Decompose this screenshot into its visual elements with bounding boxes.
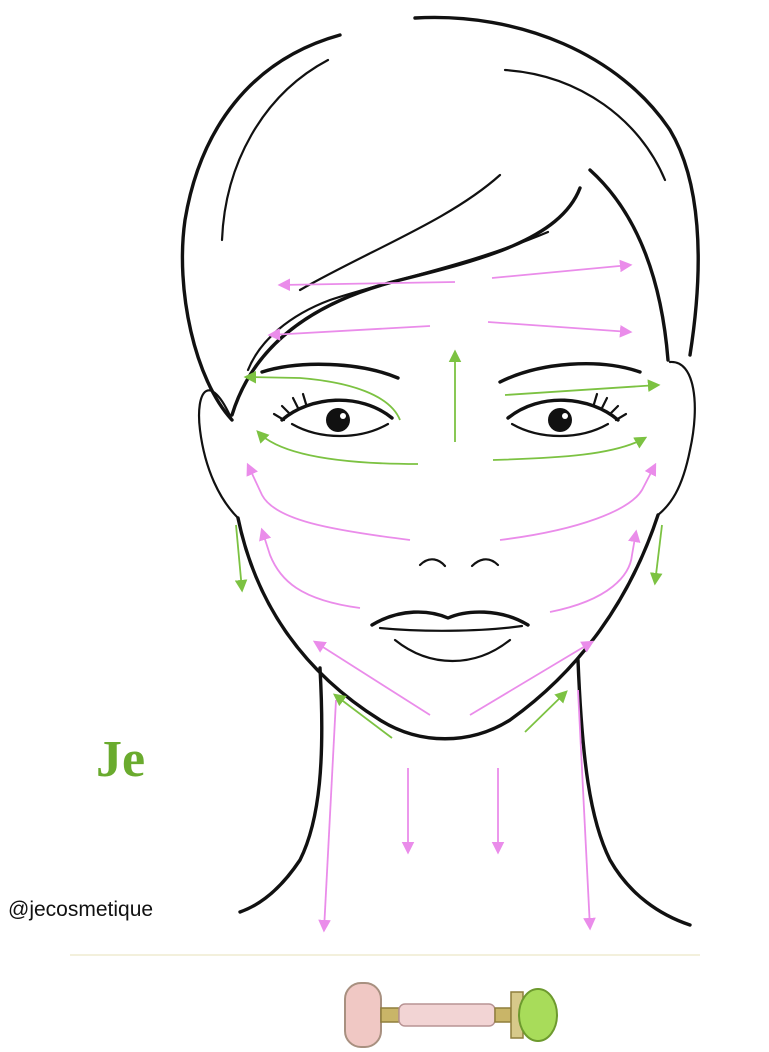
- right-ear: [658, 362, 695, 515]
- brow-arrow-right: [505, 385, 658, 395]
- cheek-arrow-upper-left: [248, 465, 410, 540]
- jaw-arrow-left: [315, 642, 430, 715]
- cheek-arrow-lower-left: [262, 530, 360, 608]
- neck-arrow-3: [324, 700, 336, 930]
- ear-arrow-right: [655, 525, 662, 583]
- forehead-arrow-upper-right: [492, 265, 630, 278]
- lips: [372, 612, 528, 625]
- nose: [420, 559, 498, 566]
- right-eye: [508, 394, 626, 436]
- left-eyebrow: [262, 364, 398, 378]
- neck-right: [578, 660, 690, 925]
- jaw-green-arrow-left: [335, 695, 392, 738]
- cheek-arrow-upper-right: [500, 465, 655, 540]
- face-contour: [238, 515, 658, 739]
- jaw-green-arrow-right: [525, 692, 566, 732]
- right-eyebrow: [500, 364, 640, 382]
- cheek-arrow-lower-right: [550, 532, 636, 612]
- face-roller-icon: [345, 983, 557, 1047]
- neck-arrow-4: [578, 690, 590, 928]
- forehead-arrow-lower-right: [488, 322, 630, 332]
- hair-outline: [182, 35, 340, 420]
- neck-left: [240, 668, 322, 912]
- brand-logo: Je: [96, 730, 145, 789]
- under-eye-arrow-right: [493, 438, 645, 460]
- face-illustration: [182, 17, 698, 925]
- hair-fringe: [232, 188, 580, 415]
- social-handle: @jecosmetique: [8, 898, 153, 922]
- forehead-arrow-upper-left: [280, 282, 455, 285]
- left-eye: [274, 394, 392, 436]
- brow-arrow-left: [246, 377, 400, 420]
